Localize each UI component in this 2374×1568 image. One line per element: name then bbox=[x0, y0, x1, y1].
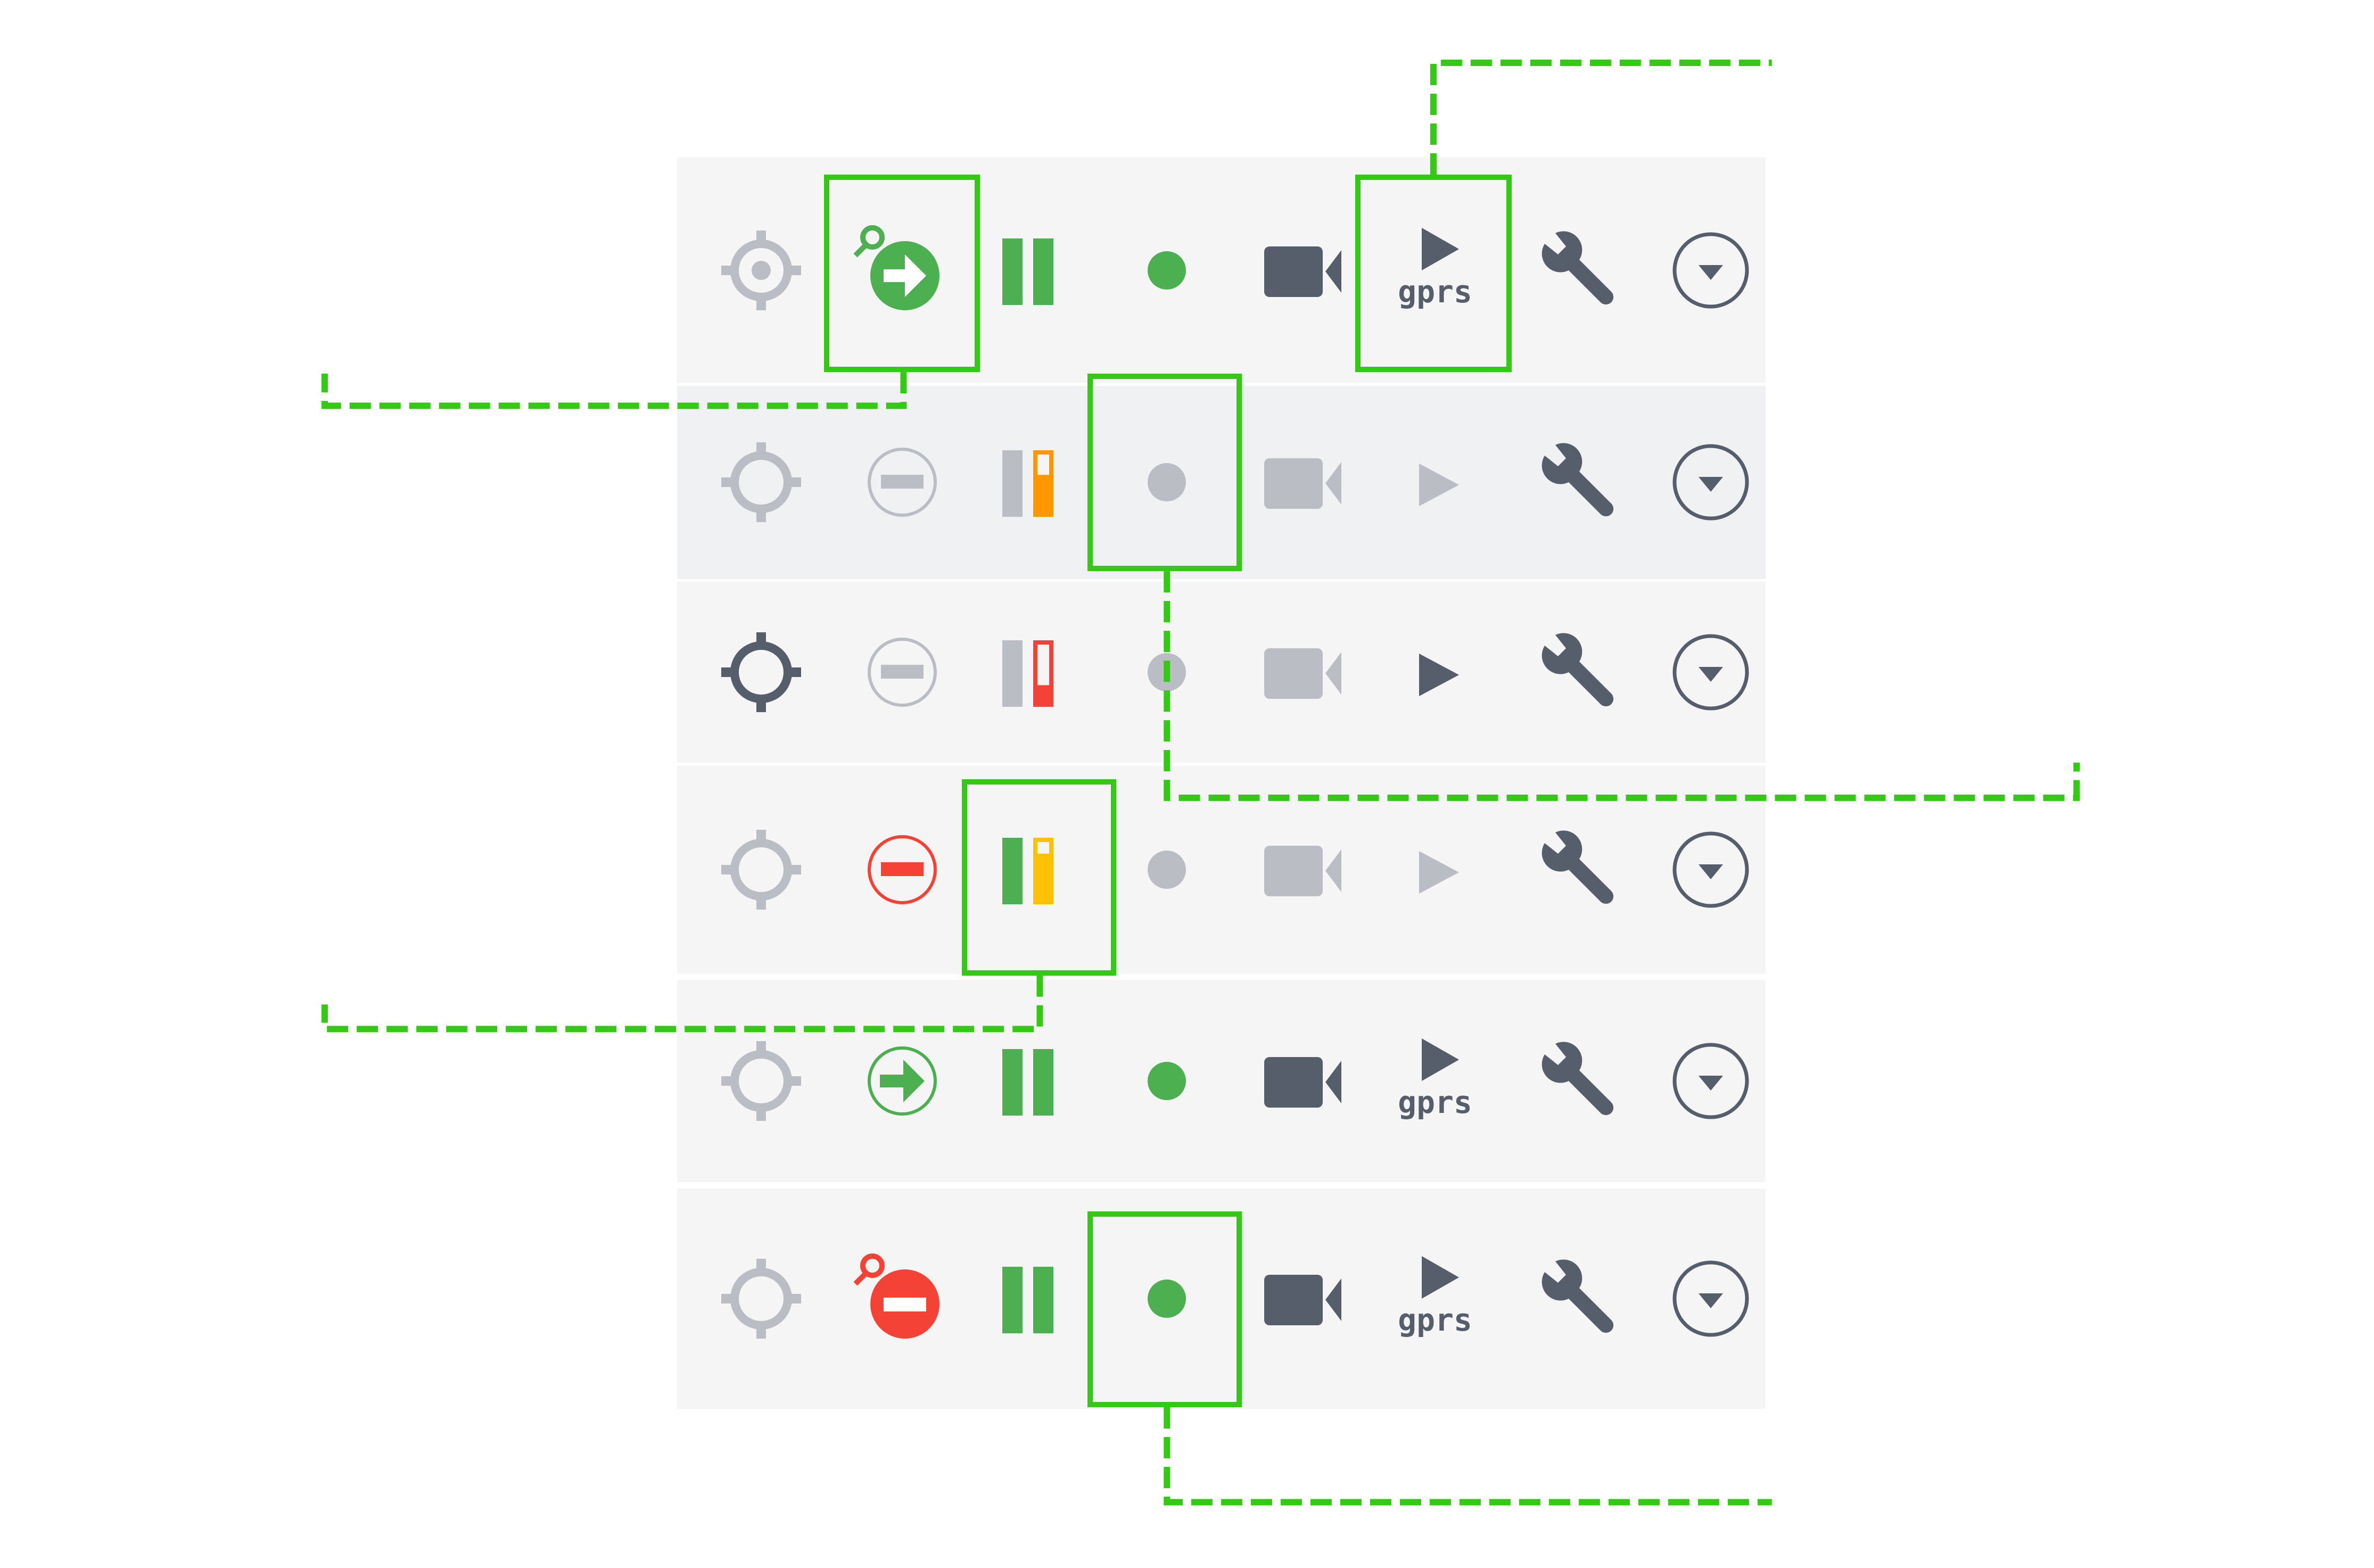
settings-wrench-icon[interactable] bbox=[1507, 806, 1635, 934]
connection-status-icon bbox=[838, 1235, 966, 1363]
settings-wrench-icon[interactable] bbox=[1507, 207, 1635, 334]
dropdown-menu-icon[interactable] bbox=[1647, 418, 1775, 546]
settings-wrench-icon[interactable] bbox=[1507, 608, 1635, 736]
signal-battery-icon bbox=[965, 608, 1093, 736]
locate-crosshair-icon[interactable] bbox=[697, 207, 825, 334]
leader-line bbox=[1164, 1407, 1772, 1506]
device-row-2 bbox=[677, 386, 1766, 579]
play-gprs-icon[interactable] bbox=[1371, 608, 1499, 736]
connection-status-icon bbox=[838, 1017, 966, 1145]
play-gprs-icon[interactable]: gprs bbox=[1371, 1235, 1499, 1363]
device-row-5: gprs bbox=[677, 980, 1766, 1183]
video-camera-icon[interactable] bbox=[1238, 1017, 1365, 1145]
locate-crosshair-icon[interactable] bbox=[697, 806, 825, 934]
highlight-box bbox=[823, 174, 980, 373]
highlight-box bbox=[961, 779, 1117, 976]
locate-crosshair-icon[interactable] bbox=[697, 418, 825, 546]
settings-wrench-icon[interactable] bbox=[1507, 1235, 1635, 1363]
svg-text:gprs: gprs bbox=[1398, 1302, 1472, 1338]
online-status-dot-icon bbox=[1103, 418, 1231, 546]
device-row-3 bbox=[677, 582, 1766, 763]
locate-crosshair-icon[interactable] bbox=[697, 1235, 825, 1363]
video-camera-icon[interactable] bbox=[1238, 806, 1365, 934]
svg-text:gprs: gprs bbox=[1398, 1084, 1472, 1120]
signal-battery-icon bbox=[965, 418, 1093, 546]
video-camera-icon[interactable] bbox=[1238, 1235, 1365, 1363]
signal-battery-icon bbox=[965, 1017, 1093, 1145]
highlight-box bbox=[1355, 174, 1512, 373]
svg-text:gprs: gprs bbox=[1398, 274, 1472, 310]
video-camera-icon[interactable] bbox=[1238, 608, 1365, 736]
play-gprs-icon[interactable] bbox=[1371, 806, 1499, 934]
play-gprs-icon[interactable] bbox=[1371, 418, 1499, 546]
dropdown-menu-icon[interactable] bbox=[1647, 207, 1775, 334]
video-camera-icon[interactable] bbox=[1238, 418, 1365, 546]
settings-wrench-icon[interactable] bbox=[1507, 418, 1635, 546]
video-camera-icon[interactable] bbox=[1238, 207, 1365, 334]
play-gprs-icon[interactable]: gprs bbox=[1371, 207, 1499, 334]
dropdown-menu-icon[interactable] bbox=[1647, 1017, 1775, 1145]
highlight-box bbox=[1087, 373, 1242, 572]
online-status-dot-icon bbox=[1103, 608, 1231, 736]
signal-battery-icon bbox=[965, 207, 1093, 334]
device-row-4 bbox=[677, 765, 1766, 974]
locate-crosshair-icon[interactable] bbox=[697, 608, 825, 736]
device-row-6: gprs bbox=[677, 1188, 1766, 1409]
online-status-dot-icon bbox=[1103, 207, 1231, 334]
connection-status-icon bbox=[838, 806, 966, 934]
connection-status-icon bbox=[838, 608, 966, 736]
online-status-dot-icon bbox=[1103, 1017, 1231, 1145]
highlight-box bbox=[1087, 1211, 1242, 1407]
connection-status-icon bbox=[838, 418, 966, 546]
online-status-dot-icon bbox=[1103, 1235, 1231, 1363]
dropdown-menu-icon[interactable] bbox=[1647, 806, 1775, 934]
connection-status-icon bbox=[838, 207, 966, 334]
dropdown-menu-icon[interactable] bbox=[1647, 1235, 1775, 1363]
play-gprs-icon[interactable]: gprs bbox=[1371, 1017, 1499, 1145]
device-row-1: gprs bbox=[677, 158, 1766, 383]
online-status-dot-icon bbox=[1103, 806, 1231, 934]
signal-battery-icon bbox=[965, 1235, 1093, 1363]
locate-crosshair-icon[interactable] bbox=[697, 1017, 825, 1145]
dropdown-menu-icon[interactable] bbox=[1647, 608, 1775, 736]
settings-wrench-icon[interactable] bbox=[1507, 1017, 1635, 1145]
signal-battery-icon bbox=[965, 806, 1093, 934]
